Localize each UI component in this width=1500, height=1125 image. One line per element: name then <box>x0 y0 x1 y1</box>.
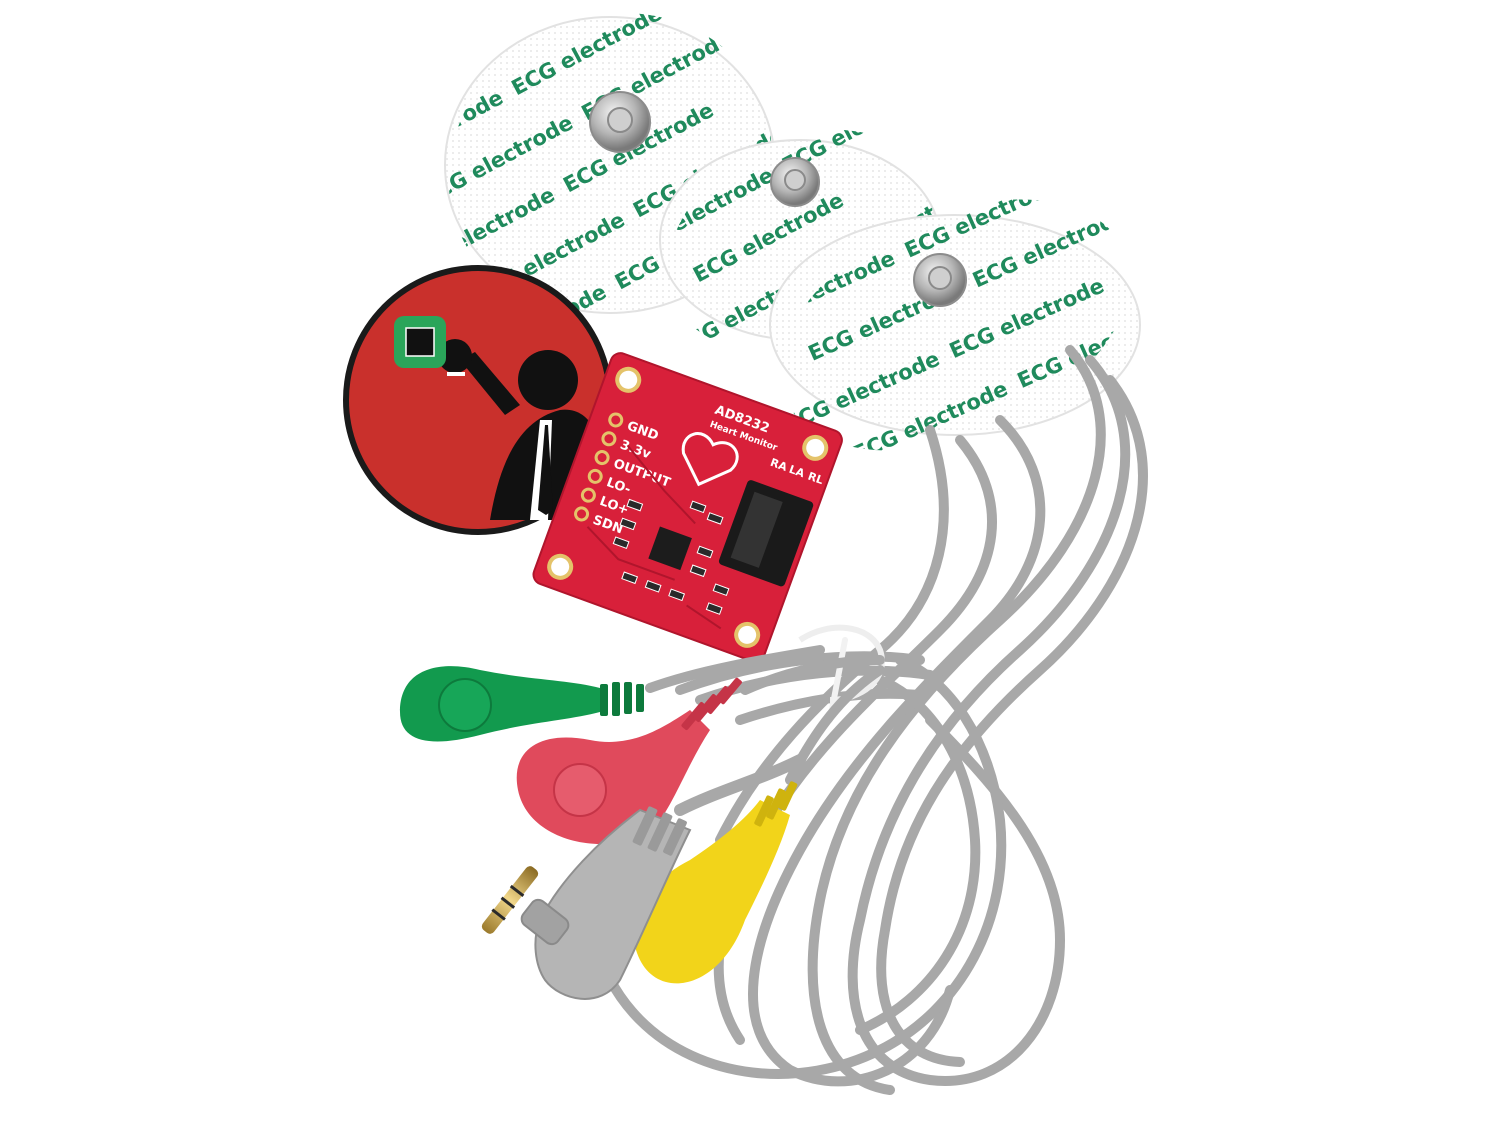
green-snap-lead <box>400 645 825 742</box>
ad8232-board: GND 3.3v OUTPUT LO- LO+ SDN AD8232 Heart… <box>532 352 843 663</box>
red-snap-lead <box>516 655 885 844</box>
header-pins <box>574 412 624 522</box>
jack-label-ra: RA <box>768 456 789 474</box>
ad8232-chip <box>648 526 692 571</box>
heart-icon <box>681 432 739 487</box>
jack-label-la: LA <box>787 463 806 481</box>
audio-plug-3-5mm <box>481 754 806 1000</box>
logo-sticker <box>343 265 613 535</box>
jack-label-rl: RL <box>806 470 825 488</box>
smd-components <box>612 498 730 615</box>
